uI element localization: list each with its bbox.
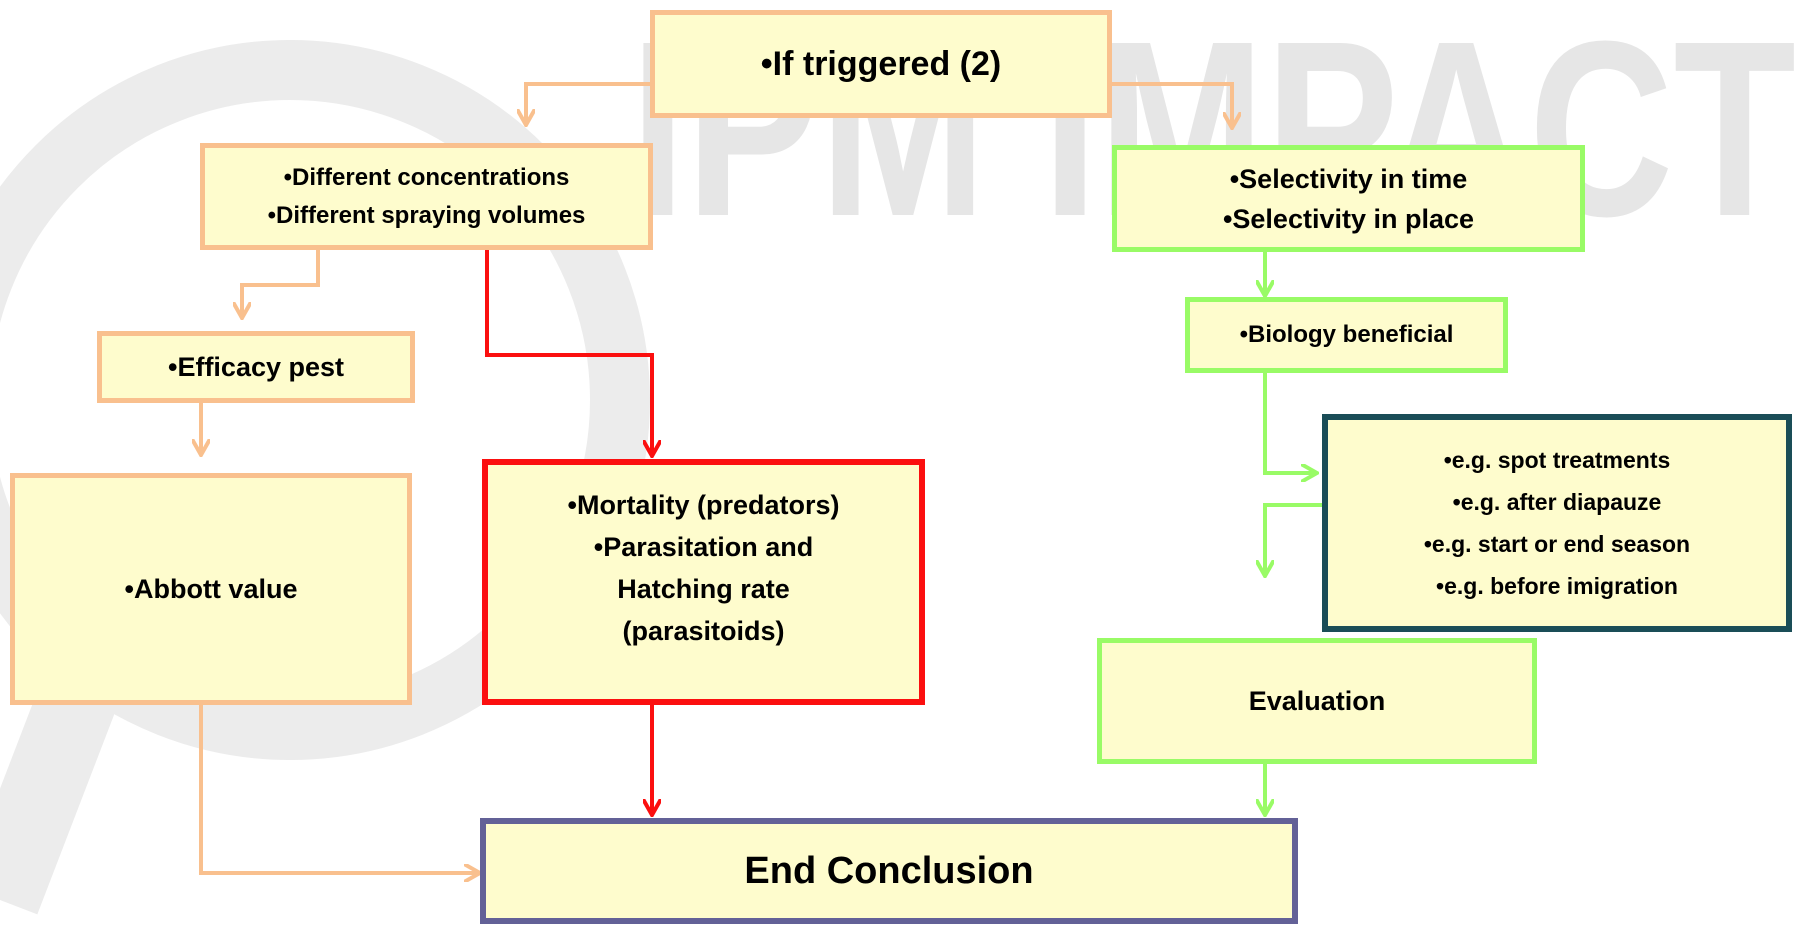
node-selectivity-line-1: Selectivity in time (1230, 159, 1467, 199)
node-different-concentrations: Different concentrations Different spray… (200, 143, 653, 250)
node-different-concentrations-line-2: Different spraying volumes (268, 197, 585, 235)
connector-concentrations-to-efficacy (242, 250, 320, 318)
node-examples-line-4: e.g. before imigration (1436, 565, 1678, 607)
connector-abbott-to-conclusion (199, 705, 480, 873)
connector-trigger-to-concentrations (526, 82, 650, 125)
node-mortality-line-2: Parasitation and (594, 526, 813, 568)
connectors (199, 82, 1328, 873)
node-examples-line-1: e.g. spot treatments (1444, 439, 1671, 481)
node-end-conclusion: End Conclusion (480, 818, 1298, 924)
node-examples-line-2: e.g. after diapauze (1453, 481, 1662, 523)
connector-examples-down (1265, 503, 1328, 576)
node-evaluation: Evaluation (1097, 638, 1537, 764)
node-selectivity: Selectivity in time Selectivity in place (1112, 145, 1585, 252)
node-biology-beneficial: Biology beneficial (1185, 297, 1508, 373)
node-examples: e.g. spot treatments e.g. after diapauze… (1322, 414, 1792, 632)
connector-biology-to-examples (1263, 373, 1317, 473)
node-mortality: Mortality (predators) Parasitation and H… (482, 459, 925, 705)
node-biology-beneficial-label: Biology beneficial (1240, 321, 1453, 349)
node-selectivity-line-2: Selectivity in place (1223, 199, 1474, 239)
node-mortality-line-4: (parasitoids) (622, 616, 785, 646)
node-end-conclusion-label: End Conclusion (744, 849, 1034, 892)
node-evaluation-label: Evaluation (1248, 685, 1386, 716)
node-if-triggered: If triggered (2) (650, 10, 1112, 118)
node-mortality-line-1: Mortality (predators) (568, 484, 840, 526)
connector-concentrations-to-mortality (485, 250, 652, 456)
node-efficacy-pest: Efficacy pest (97, 331, 415, 403)
watermark-ring (0, 40, 650, 760)
node-abbott-value-label: Abbott value (125, 574, 298, 605)
node-different-concentrations-line-1: Different concentrations (284, 159, 569, 197)
connector-trigger-to-selectivity (1112, 82, 1232, 128)
node-abbott-value: Abbott value (10, 473, 412, 705)
node-examples-line-3: e.g. start or end season (1424, 523, 1690, 565)
node-mortality-line-3: Hatching rate (617, 574, 790, 604)
node-if-triggered-label: If triggered (2) (761, 44, 1002, 84)
node-efficacy-pest-label: Efficacy pest (168, 352, 344, 383)
